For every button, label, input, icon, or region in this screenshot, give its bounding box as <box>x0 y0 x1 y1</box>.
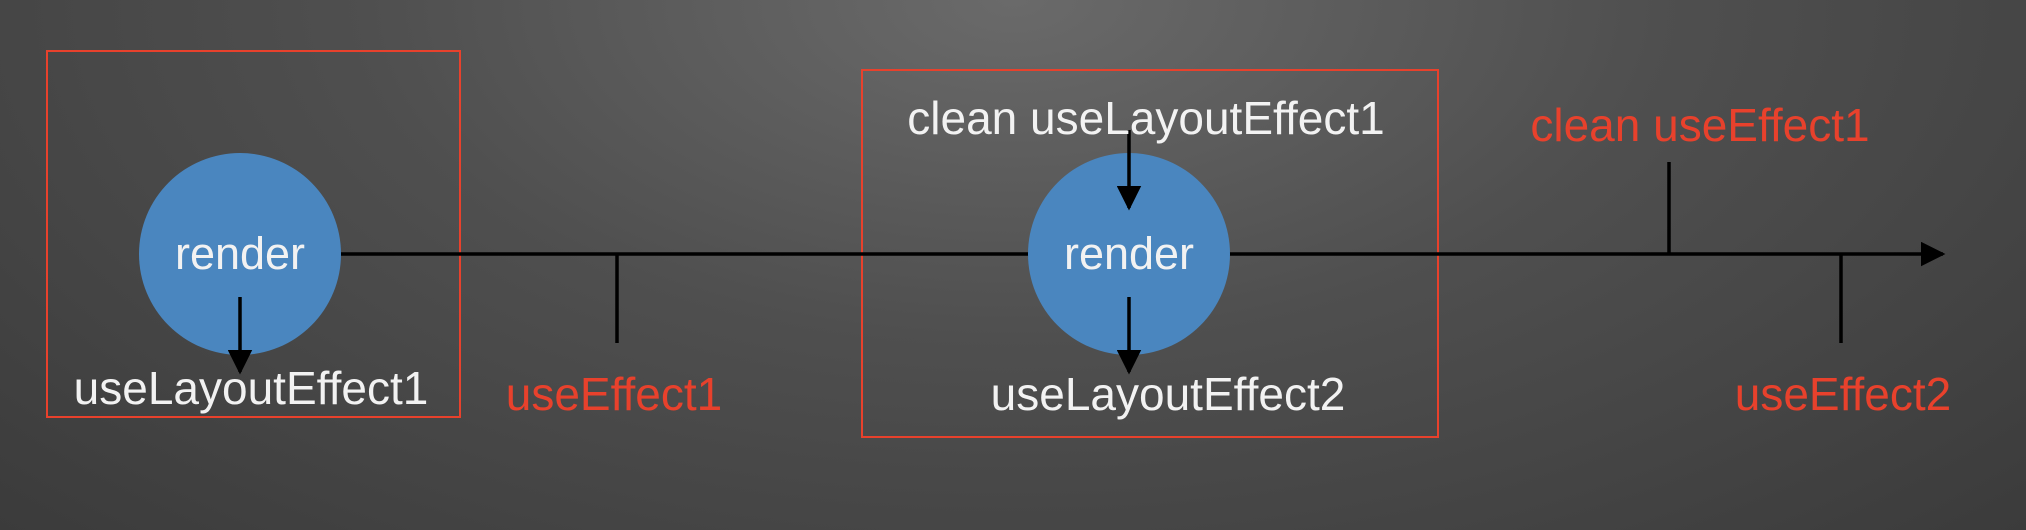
render-node-2-label: render <box>1064 228 1194 279</box>
label-use-layout-effect-1: useLayoutEffect1 <box>74 362 429 414</box>
highlight-box-first-render <box>46 50 461 418</box>
render-node-2 <box>1028 153 1230 355</box>
label-use-effect-1: useEffect1 <box>506 368 723 420</box>
label-use-effect-2: useEffect2 <box>1735 368 1952 420</box>
label-clean-use-effect-1: clean useEffect1 <box>1530 99 1869 151</box>
render-node-1-label: render <box>175 228 305 279</box>
label-clean-use-layout-effect-1: clean useLayoutEffect1 <box>907 92 1384 144</box>
label-use-layout-effect-2: useLayoutEffect2 <box>991 368 1346 420</box>
render-node-1 <box>139 153 341 355</box>
